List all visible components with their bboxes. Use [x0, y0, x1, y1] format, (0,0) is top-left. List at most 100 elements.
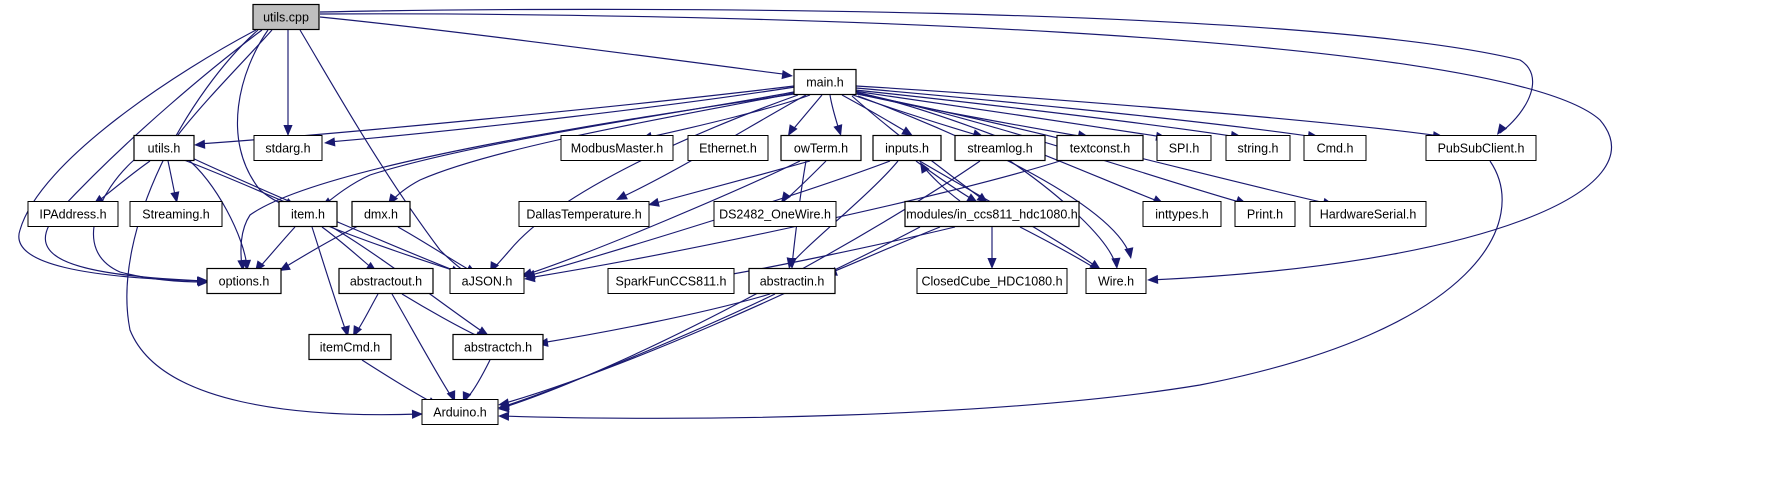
- node-box-Cmd_h[interactable]: [1303, 135, 1367, 161]
- node-box-Print_h[interactable]: [1234, 201, 1296, 227]
- node-box-dmx_h[interactable]: [351, 200, 411, 228]
- node-label-options_h: options.h: [219, 274, 270, 288]
- node-DallasTemperature_h[interactable]: DallasTemperature.h: [518, 201, 650, 227]
- edge-main_h-to-streamlog_h: [849, 93, 981, 137]
- edge-item_h-to-options_h: [257, 226, 296, 270]
- node-streamlog_h[interactable]: streamlog.h: [954, 134, 1046, 162]
- node-box-textconst_h[interactable]: [1056, 134, 1144, 162]
- node-SPI_h[interactable]: SPI.h: [1156, 135, 1212, 161]
- node-PubSubClient_h[interactable]: PubSubClient.h: [1425, 135, 1537, 161]
- node-box-stdarg_h[interactable]: [253, 135, 323, 161]
- edge-modules_in_ccs811_hdc1080_h-to-abstractin_h: [829, 226, 941, 274]
- edges-layer: [18, 8, 1612, 421]
- node-abstractout_h[interactable]: abstractout.h: [338, 267, 434, 295]
- node-Wire_h[interactable]: Wire.h: [1085, 268, 1147, 294]
- node-box-item_h[interactable]: [278, 200, 338, 228]
- node-itemCmd_h[interactable]: itemCmd.h: [308, 333, 392, 361]
- node-DS2482_OneWire_h[interactable]: DS2482_OneWire.h: [713, 201, 837, 227]
- node-box-HardwareSerial_h[interactable]: [1309, 201, 1427, 227]
- node-textconst_h[interactable]: textconst.h: [1056, 134, 1144, 162]
- node-inputs_h[interactable]: inputs.h: [872, 134, 942, 162]
- edge-main_h-to-Cmd_h: [855, 87, 1316, 138]
- node-label-abstractch_h: abstractch.h: [464, 340, 532, 354]
- node-IPAddress_h[interactable]: IPAddress.h: [27, 201, 119, 227]
- arrowhead-utils_cpp-to-Wire_h: [1147, 274, 1159, 285]
- node-modules_in_ccs811_hdc1080_h[interactable]: modules/in_ccs811_hdc1080.h: [904, 200, 1080, 228]
- node-aJSON_h[interactable]: aJSON.h: [449, 268, 525, 294]
- node-box-Arduino_h[interactable]: [421, 399, 499, 425]
- node-abstractch_h[interactable]: abstractch.h: [452, 333, 544, 361]
- edge-utils_cpp-to-PubSubClient_h: [319, 8, 1534, 134]
- node-box-ModbusMaster_h[interactable]: [560, 135, 674, 161]
- node-ClosedCube_HDC1080_h[interactable]: ClosedCube_HDC1080.h: [916, 268, 1068, 294]
- node-box-streamlog_h[interactable]: [954, 134, 1046, 162]
- node-box-Ethernet_h[interactable]: [687, 135, 769, 161]
- node-box-IPAddress_h[interactable]: [27, 201, 119, 227]
- node-label-Wire_h: Wire.h: [1098, 274, 1134, 288]
- arrowhead-modules_in_ccs811_hdc1080_h-to-inputs_h: [920, 162, 930, 174]
- node-label-DallasTemperature_h: DallasTemperature.h: [526, 207, 641, 221]
- node-box-owTerm_h[interactable]: [780, 134, 862, 162]
- edge-utils_cpp-to-Arduino_h: [126, 29, 421, 416]
- edge-owTerm_h-to-aJSON_h: [524, 160, 801, 276]
- node-item_h[interactable]: item.h: [278, 200, 338, 228]
- node-label-abstractout_h: abstractout.h: [350, 274, 422, 288]
- edge-utils_h-to-options_h: [185, 157, 248, 269]
- node-dmx_h[interactable]: dmx.h: [351, 200, 411, 228]
- node-label-inputs_h: inputs.h: [885, 141, 929, 155]
- edge-main_h-to-Ethernet_h: [789, 94, 823, 134]
- node-label-modules_in_ccs811_hdc1080_h: modules/in_ccs811_hdc1080.h: [906, 207, 1077, 221]
- node-box-options_h[interactable]: [206, 267, 282, 295]
- node-box-DallasTemperature_h[interactable]: [518, 201, 650, 227]
- node-box-itemCmd_h[interactable]: [308, 333, 392, 361]
- node-box-utils_cpp[interactable]: [252, 3, 320, 31]
- node-SparkFunCCS811_h[interactable]: SparkFunCCS811.h: [607, 268, 735, 294]
- node-box-utils_h[interactable]: [133, 134, 195, 162]
- edge-utils_h-to-item_h: [183, 159, 293, 206]
- node-box-main_h[interactable]: [793, 68, 857, 96]
- node-label-item_h: item.h: [291, 207, 325, 221]
- edge-main_h-to-inputs_h: [841, 94, 911, 135]
- node-box-abstractout_h[interactable]: [338, 267, 434, 295]
- node-box-SPI_h[interactable]: [1156, 135, 1212, 161]
- node-label-abstractin_h: abstractin.h: [760, 274, 825, 288]
- node-label-main_h: main.h: [806, 75, 844, 89]
- arrowhead-utils_cpp-to-Arduino_h: [411, 409, 423, 419]
- node-Arduino_h[interactable]: Arduino.h: [421, 399, 499, 425]
- node-utils_cpp[interactable]: utils.cpp: [252, 3, 320, 31]
- node-options_h[interactable]: options.h: [206, 267, 282, 295]
- node-Cmd_h[interactable]: Cmd.h: [1303, 135, 1367, 161]
- node-Ethernet_h[interactable]: Ethernet.h: [687, 135, 769, 161]
- node-box-inputs_h[interactable]: [872, 134, 942, 162]
- node-abstractin_h[interactable]: abstractin.h: [748, 267, 836, 295]
- node-box-string_h[interactable]: [1225, 135, 1291, 161]
- node-box-SparkFunCCS811_h[interactable]: [607, 268, 735, 294]
- node-box-Wire_h[interactable]: [1085, 268, 1147, 294]
- node-box-PubSubClient_h[interactable]: [1425, 135, 1537, 161]
- node-box-DS2482_OneWire_h[interactable]: [713, 201, 837, 227]
- node-box-aJSON_h[interactable]: [449, 268, 525, 294]
- node-label-itemCmd_h: itemCmd.h: [320, 340, 380, 354]
- node-box-abstractin_h[interactable]: [748, 267, 836, 295]
- node-box-Streaming_h[interactable]: [129, 201, 223, 227]
- node-box-inttypes_h[interactable]: [1142, 201, 1222, 227]
- arrowhead-main_h-to-owTerm_h: [833, 124, 843, 136]
- edge-main_h-to-string_h: [854, 89, 1239, 138]
- edge-modules_in_ccs811_hdc1080_h-to-Wire_h: [1019, 226, 1099, 271]
- node-utils_h[interactable]: utils.h: [133, 134, 195, 162]
- node-box-abstractch_h[interactable]: [452, 333, 544, 361]
- node-Streaming_h[interactable]: Streaming.h: [129, 201, 223, 227]
- node-main_h[interactable]: main.h: [793, 68, 857, 96]
- node-ModbusMaster_h[interactable]: ModbusMaster.h: [560, 135, 674, 161]
- node-Print_h[interactable]: Print.h: [1234, 201, 1296, 227]
- node-label-ClosedCube_HDC1080_h: ClosedCube_HDC1080.h: [921, 274, 1062, 288]
- node-HardwareSerial_h[interactable]: HardwareSerial.h: [1309, 201, 1427, 227]
- node-box-modules_in_ccs811_hdc1080_h[interactable]: [904, 200, 1080, 228]
- node-stdarg_h[interactable]: stdarg.h: [253, 135, 323, 161]
- node-string_h[interactable]: string.h: [1225, 135, 1291, 161]
- node-inttypes_h[interactable]: inttypes.h: [1142, 201, 1222, 227]
- edge-utils_cpp-to-main_h: [319, 16, 791, 76]
- node-box-ClosedCube_HDC1080_h[interactable]: [916, 268, 1068, 294]
- node-owTerm_h[interactable]: owTerm.h: [780, 134, 862, 162]
